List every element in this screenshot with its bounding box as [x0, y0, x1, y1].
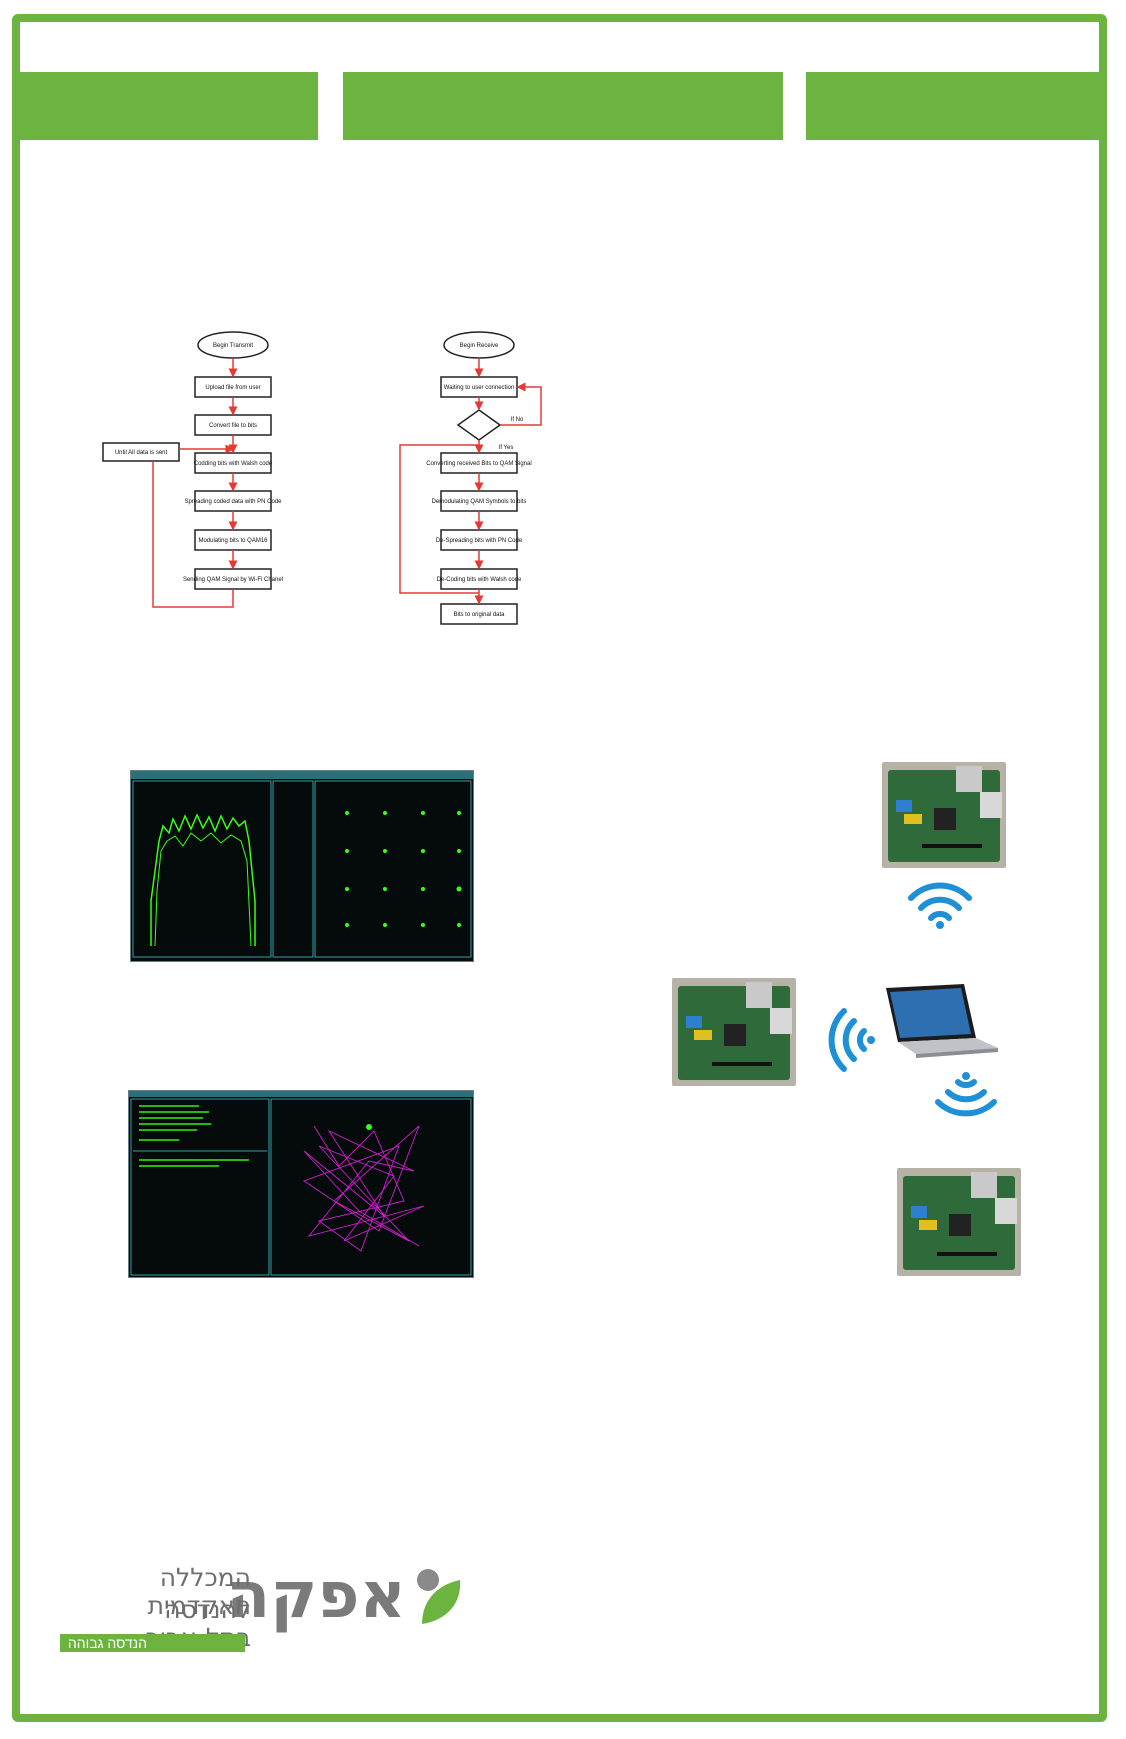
laptop-icon: [886, 984, 998, 1058]
raspberry-pi-board: [897, 1168, 1021, 1276]
leaf-icon: [417, 1569, 461, 1624]
logo-line-1: המכללה האקדמית: [147, 1563, 251, 1620]
rx-step-2-label: Converting received Bits to QAM Signal: [426, 461, 531, 467]
logo-tagline: הנדסה גבוהה: [60, 1634, 245, 1652]
header-band-right: [806, 72, 1106, 140]
header-band-left: [20, 72, 318, 140]
tx-step-6-label: Sending QAM Signal by Wi-Fi Chanel: [183, 577, 283, 583]
rx-step-5-label: De-Coding bits with Walsh code: [437, 577, 522, 583]
rx-if-yes: If Yes: [499, 445, 514, 451]
rx-step-4-label: De-Spreading bits with PN Code: [436, 538, 523, 544]
rx-step-6-label: Bits to original data: [453, 612, 505, 618]
wifi-icon: [935, 1072, 997, 1117]
rx-step-1-label: Waiting to user connection: [444, 385, 514, 391]
spectrum-analyzer-screenshot: [130, 770, 474, 962]
constellation-trajectory-screenshot: [128, 1090, 474, 1278]
rx-step-3-label: Demodulating QAM Symbols to bits: [432, 499, 527, 505]
tx-loop-label: Until All data is sent: [115, 450, 168, 456]
rx-if-no: If No: [511, 417, 524, 423]
tx-start-label: Begin Transmit: [213, 343, 253, 349]
wifi-icon: [908, 882, 972, 929]
tx-loop-box: [102, 442, 180, 462]
tx-step-3-label: Codding bits with Walsh code: [194, 461, 273, 467]
tx-step-1-label: Upload file from user: [205, 385, 260, 391]
raspberry-pi-board: [882, 762, 1006, 868]
raspberry-pi-board: [672, 978, 796, 1086]
wifi-icon: [828, 1008, 875, 1072]
brand-wordmark: אפקה: [226, 1559, 406, 1633]
flowcharts: Begin Transmit Upload file from user Con…: [102, 331, 542, 625]
tx-step-2-label: Convert file to bits: [209, 423, 257, 429]
tx-step-5-label: Modulating bits to QAM16: [198, 538, 268, 544]
afeka-logo: אפקה המכללה האקדמית להנדסה בתל-אביב הנדס…: [56, 1558, 466, 1658]
header-band-center: [343, 72, 783, 140]
rx-decision: [456, 409, 502, 441]
tx-step-4-label: Spreading coded data with PN Code: [184, 499, 282, 505]
rx-start-label: Begin Receive: [460, 343, 499, 349]
